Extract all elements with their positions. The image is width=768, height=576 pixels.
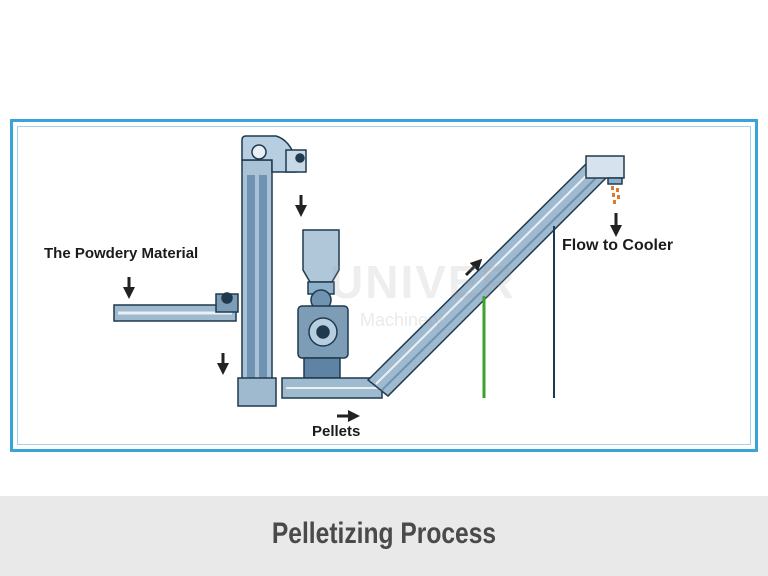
pellet-drop-icon <box>611 186 620 204</box>
diagram-frame-inner <box>17 126 751 445</box>
bucket-elevator <box>237 135 307 407</box>
pellet-mill <box>281 229 383 399</box>
watermark-subtitle: Machinery <box>360 310 444 330</box>
label-flow-to-cooler: Flow to Cooler <box>562 237 674 254</box>
caption-bar <box>0 496 768 576</box>
diagram-frame <box>10 119 758 452</box>
arrow-up-conveyor <box>464 258 483 277</box>
label-pellets: Pellets <box>312 423 361 440</box>
label-powdery-material: The Powdery Material <box>44 245 199 262</box>
screw-feeder <box>113 292 239 322</box>
inclined-conveyor <box>366 155 625 398</box>
caption-title: Pelletizing Process <box>271 517 497 550</box>
watermark-logo: UNIVER <box>330 256 516 308</box>
pelletizing-diagram <box>113 135 625 422</box>
